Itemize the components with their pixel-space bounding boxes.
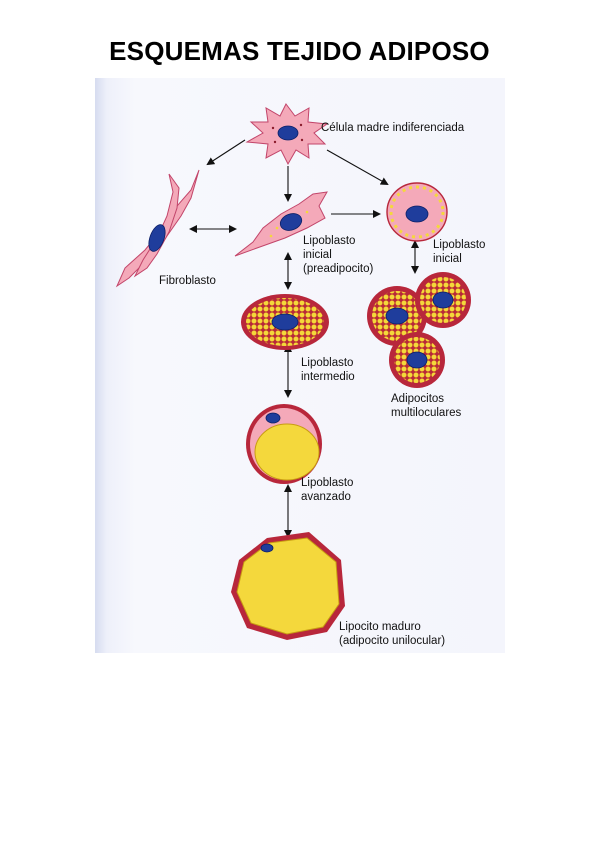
label-preadipocyte-line-3: (preadipocito) xyxy=(303,263,374,275)
label-multilocular-line-1: Adipocitos xyxy=(391,393,445,405)
arrow-stem-to-fibroblast xyxy=(206,139,246,166)
label-multilocular-line-2: multiloculares xyxy=(391,407,462,419)
multilocular-cell-icon xyxy=(241,294,329,350)
round-cell-icon xyxy=(386,182,448,242)
diagram-canvas xyxy=(115,103,471,640)
unilocular-cell-icon xyxy=(246,404,322,484)
page-title: ESQUEMAS TEJIDO ADIPOSO xyxy=(109,36,490,66)
spindle-cell-icon xyxy=(234,191,328,257)
adipose-tissue-diagram: Célula madre indiferenciada Fibroblasto … xyxy=(95,78,505,653)
multilocular-cell-icon xyxy=(367,272,471,388)
label-early-lipoblast-line-2: inicial xyxy=(433,253,462,265)
arrow-stem-to-early-lipoblast xyxy=(326,149,389,185)
arrows xyxy=(189,139,419,538)
label-fibroblast: Fibroblasto xyxy=(159,275,216,287)
label-intermediate-line-2: intermedio xyxy=(301,371,355,383)
label-advanced-line-2: avanzado xyxy=(301,491,351,503)
label-intermediate-line-1: Lipoblasto xyxy=(301,357,354,369)
label-advanced-line-1: Lipoblasto xyxy=(301,477,354,489)
label-mature-line-2: (adipocito unilocular) xyxy=(339,635,446,647)
label-preadipocyte-line-2: inicial xyxy=(303,249,332,261)
star-shaped-cell-icon xyxy=(245,103,329,166)
unilocular-cell-icon xyxy=(231,532,345,640)
label-mature-line-1: Lipocito maduro xyxy=(339,621,421,633)
label-early-lipoblast-line-1: Lipoblasto xyxy=(433,239,486,251)
spindle-cell-icon xyxy=(115,169,200,288)
label-preadipocyte-line-1: Lipoblasto xyxy=(303,235,356,247)
label-stem-cell: Célula madre indiferenciada xyxy=(321,122,465,134)
